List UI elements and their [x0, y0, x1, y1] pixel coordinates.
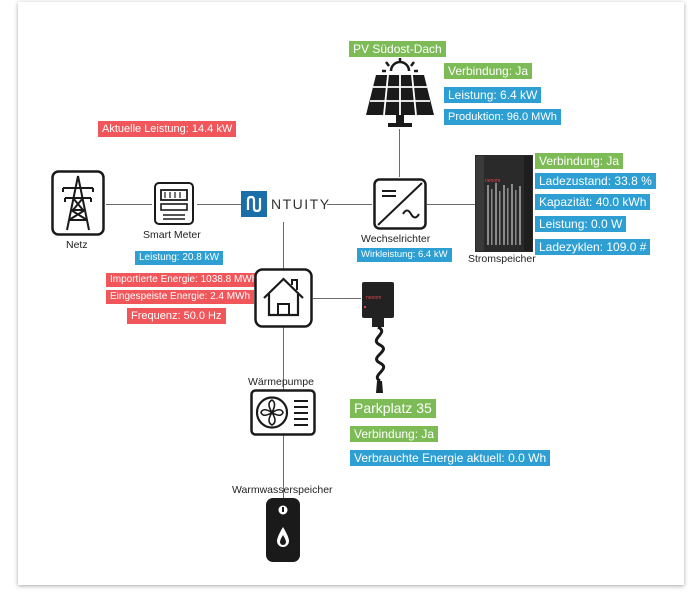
- storage-kapazitaet: Kapazität: 40.0 kWh: [535, 194, 651, 210]
- line-logo-inverter: [327, 204, 372, 205]
- storage-label: Stromspeicher: [468, 253, 536, 265]
- meter-label: Smart Meter: [143, 229, 201, 241]
- water-heater-icon[interactable]: [265, 497, 301, 563]
- pv-verbindung: Verbindung: Ja: [444, 63, 533, 79]
- line-house-wallbox: [313, 298, 361, 299]
- meter-importierte-energie: Importierte Energie: 1038.8 MWh: [106, 273, 262, 287]
- storage-ladezustand: Ladezustand: 33.8 %: [535, 173, 656, 189]
- meter-leistung: Leistung: 20.8 kW: [135, 251, 224, 265]
- heatpump-label: Wärmepumpe: [248, 376, 314, 388]
- inverter-wirkleistung: Wirkleistung: 6.4 kW: [357, 248, 452, 262]
- line-grid-meter: [106, 204, 152, 205]
- pv-title: PV Südost-Dach: [349, 41, 446, 57]
- solar-panel-icon[interactable]: [362, 57, 438, 129]
- storage-leistung: Leistung: 0.0 W: [535, 216, 627, 232]
- line-pv-inverter: [399, 129, 400, 177]
- inverter-icon[interactable]: [373, 178, 427, 230]
- storage-verbindung: Verbindung: Ja: [535, 153, 624, 169]
- line-inverter-storage: [427, 204, 475, 205]
- pv-produktion: Produktion: 96.0 MWh: [444, 109, 561, 125]
- ntuity-logo: NTUITY: [241, 191, 329, 217]
- heat-pump-icon[interactable]: [250, 389, 316, 436]
- wallbox-title: Parkplatz 35: [350, 399, 436, 418]
- inverter-label: Wechselrichter: [361, 233, 431, 245]
- storage-ladezyklen: Ladezyklen: 109.0 #: [535, 239, 651, 255]
- line-meter-logo: [197, 204, 241, 205]
- meter-eingespeiste-energie: Eingespeiste Energie: 2.4 MWh: [106, 290, 255, 304]
- wallbox-icon[interactable]: neoom: [360, 281, 396, 396]
- wallbox-energie: Verbrauchte Energie aktuell: 0.0 Wh: [350, 450, 551, 466]
- wallbox-verbindung: Verbindung: Ja: [350, 426, 439, 442]
- smart-meter-icon[interactable]: [153, 181, 195, 226]
- house-icon[interactable]: [254, 268, 313, 328]
- grid-aktuelle-leistung: Aktuelle Leistung: 14.4 kW: [98, 121, 237, 137]
- wallbox-brand: neoom: [366, 295, 381, 301]
- pv-leistung: Leistung: 6.4 kW: [444, 87, 542, 103]
- line-vertical-bus: [283, 222, 284, 500]
- battery-storage-icon[interactable]: neoom: [475, 155, 533, 252]
- power-tower-icon[interactable]: [51, 170, 105, 236]
- logo-text: NTUITY: [271, 196, 331, 212]
- waterheater-label: Warmwasserspeicher: [232, 484, 333, 496]
- storage-brand: neoom: [485, 178, 500, 184]
- meter-frequenz: Frequenz: 50.0 Hz: [127, 308, 226, 324]
- grid-label: Netz: [66, 239, 88, 251]
